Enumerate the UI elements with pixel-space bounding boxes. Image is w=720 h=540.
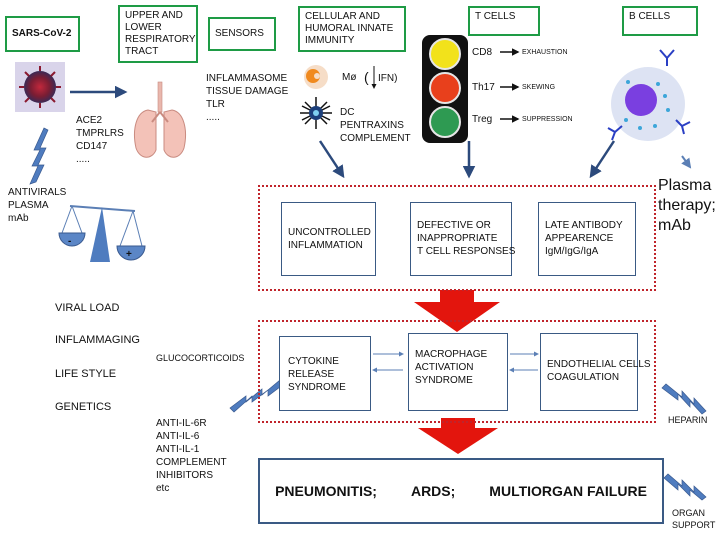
risk-viral-load: VIRAL LOAD xyxy=(55,302,120,314)
box-sars-cov-2: SARS-CoV-2 xyxy=(5,16,80,52)
risk-inflammaging: INFLAMMAGING xyxy=(55,334,140,346)
macrophage-label: Mø xyxy=(342,72,357,83)
anti-drug-list: ANTI-IL-6R ANTI-IL-6 ANTI-IL-1 COMPLEMEN… xyxy=(156,418,227,494)
box-sensors: SENSORS xyxy=(208,17,276,51)
box-sars-label: SARS-CoV-2 xyxy=(12,28,72,39)
big-red-arrow-2 xyxy=(418,418,498,454)
heparin-label: HEPARIN xyxy=(668,415,708,425)
tcell-treg-label: Treg xyxy=(472,114,493,125)
risk-life-style: LIFE STYLE xyxy=(55,368,117,380)
tcell-cd8-label: CD8 xyxy=(472,47,493,58)
lightning-antivirals xyxy=(29,127,49,185)
outcome-ards: ARDS; xyxy=(410,482,456,499)
tcell-panel xyxy=(422,35,468,143)
big-red-arrow-1 xyxy=(414,290,500,332)
box-sensors-label: SENSORS xyxy=(215,28,264,39)
organ-support-label: ORGAN SUPPORT xyxy=(672,508,716,530)
box-innate-immunity: CELLULAR AND HUMORAL INNATE IMMUNITY xyxy=(298,6,406,52)
box-tcells-label: T CELLS xyxy=(475,11,516,22)
box-respiratory-tract: UPPER AND LOWER RESPIRATORY TRACT xyxy=(118,5,198,63)
box-late-antibody: LATE ANTIBODY APPEARENCE IgM/IgG/IgA xyxy=(538,202,636,276)
box-endothelial: ENDOTHELIAL CELLS COAGULATION xyxy=(540,333,651,411)
box-cytokine-release: CYTOKINE RELEASE SYNDROME xyxy=(279,336,371,411)
box-uncontrolled-inflammation: UNCONTROLLED INFLAMMATION xyxy=(281,202,376,276)
arrow-bcell-plasma xyxy=(681,155,692,169)
arrow-bcells-row1 xyxy=(589,140,616,179)
box-outcome: PNEUMONITIS; ARDS; MULTIORGAN FAILURE xyxy=(258,458,664,524)
antivirals-label: ANTIVIRALS PLASMA mAb xyxy=(8,187,67,224)
row2-dotted-frame xyxy=(258,320,656,423)
plasma-therapy-label: Plasma therapy; mAb xyxy=(658,177,716,234)
tcell-cd8-circle xyxy=(429,38,461,70)
scale-minus: - xyxy=(68,236,72,247)
outcome-pneumonitis: PNEUMONITIS; xyxy=(275,482,377,499)
arrow-innate-row1 xyxy=(318,140,345,179)
lungs-icon xyxy=(134,81,186,158)
glucocorticoids-label: GLUCOCORTICOIDS xyxy=(156,353,245,363)
bcell-icon xyxy=(607,49,691,141)
tcell-cd8-effect: EXHAUSTION xyxy=(522,49,568,56)
tcell-th17-effect: SKEWING xyxy=(522,84,556,91)
row1-dotted-frame xyxy=(258,185,656,291)
tcell-treg-effect: SUPPRESSION xyxy=(522,116,573,123)
macrophage-icon xyxy=(304,65,328,89)
lightning-organ-support xyxy=(663,473,707,501)
tcell-th17-label: Th17 xyxy=(472,82,495,93)
box-bcells-label: B CELLS xyxy=(629,11,671,22)
receptor-list: ACE2 TMPRLRS CD147 ..... xyxy=(76,115,124,165)
dendritic-cell-icon xyxy=(300,97,332,129)
paren-open: ( xyxy=(364,69,369,85)
box-defective-tcell: DEFECTIVE OR INAPPROPRIATE T CELL RESPON… xyxy=(410,202,515,276)
tcell-treg-circle xyxy=(429,106,461,138)
outcome-multiorgan: MULTIORGAN FAILURE xyxy=(489,482,647,499)
box-b-cells: B CELLS xyxy=(622,6,698,36)
dc-labels: DC PENTRAXINS COMPLEMENT xyxy=(340,107,411,144)
scale-plus: + xyxy=(126,249,132,260)
virus-image xyxy=(15,62,65,112)
ifn-label: IFN) xyxy=(378,73,398,84)
box-t-cells: T CELLS xyxy=(468,6,540,36)
box-macrophage-activation: MACROPHAGE ACTIVATION SYNDROME xyxy=(408,333,508,411)
tcell-th17-circle xyxy=(429,72,461,104)
risk-genetics: GENETICS xyxy=(55,401,112,413)
lightning-heparin xyxy=(661,383,707,415)
sensors-list: INFLAMMASOME TISSUE DAMAGE TLR ..... xyxy=(206,73,289,123)
balance-scale xyxy=(58,205,146,262)
